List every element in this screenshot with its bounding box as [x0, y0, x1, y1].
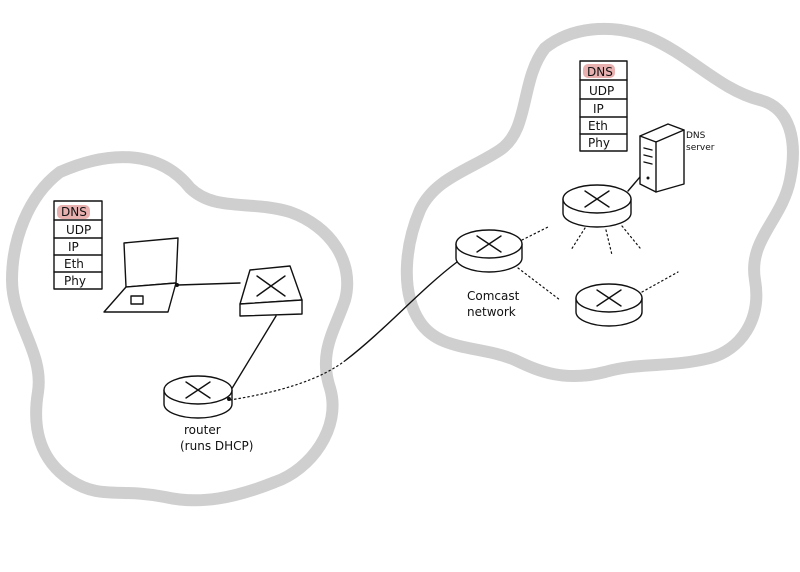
- switch-icon: [239, 265, 303, 317]
- router-icon: [163, 375, 233, 419]
- home-network-cloud: [6, 151, 354, 507]
- upper-router-icon: [562, 184, 632, 228]
- edge-dotted-link-1: [521, 225, 551, 241]
- home-protocol-stack: DNS UDP IP Eth Phy: [53, 200, 103, 290]
- home-to-comcast-link: [229, 359, 347, 401]
- comcast-network-cloud: [400, 22, 799, 383]
- comcast-edge-router-icon: [455, 229, 523, 273]
- lower-router-icon: [575, 283, 643, 327]
- laptop-icon: [103, 237, 179, 313]
- dns-server-label: DNS: [686, 131, 706, 141]
- stack-layer-udp: UDP: [66, 223, 91, 237]
- dns-highlight: [57, 205, 90, 219]
- lower-dotted-link: [641, 271, 679, 293]
- router-label: router: [184, 423, 221, 437]
- comcast-protocol-stack: DNS UDP IP Eth Phy: [579, 60, 628, 152]
- stack-layer-eth: Eth: [64, 257, 84, 271]
- stack-layer-ip-right: IP: [593, 102, 604, 116]
- dns-highlight-right: [583, 64, 615, 78]
- stack-layer-udp-right: UDP: [589, 84, 614, 98]
- laptop-switch-link: [177, 282, 241, 286]
- comcast-label: Comcast: [467, 289, 520, 303]
- server-icon: [639, 123, 685, 193]
- comcast-label-network: network: [467, 305, 516, 319]
- edge-dotted-link-2: [517, 267, 561, 301]
- upper-dotted-link-2: [605, 229, 613, 256]
- stack-layer-eth-right: Eth: [588, 119, 608, 133]
- stack-layer-ip: IP: [68, 240, 79, 254]
- stack-layer-phy: Phy: [64, 274, 86, 288]
- router-label-dhcp: (runs DHCP): [180, 439, 253, 453]
- switch-router-link: [227, 315, 277, 396]
- upper-dotted-link-3: [621, 225, 641, 249]
- stack-layer-dns: DNS: [61, 205, 87, 219]
- stack-layer-phy-right: Phy: [588, 136, 610, 150]
- stack-layer-dns-right: DNS: [587, 65, 613, 79]
- dns-server-label-server: server: [686, 143, 715, 153]
- comcast-access-link: [345, 261, 458, 361]
- upper-dotted-link-1: [570, 227, 586, 251]
